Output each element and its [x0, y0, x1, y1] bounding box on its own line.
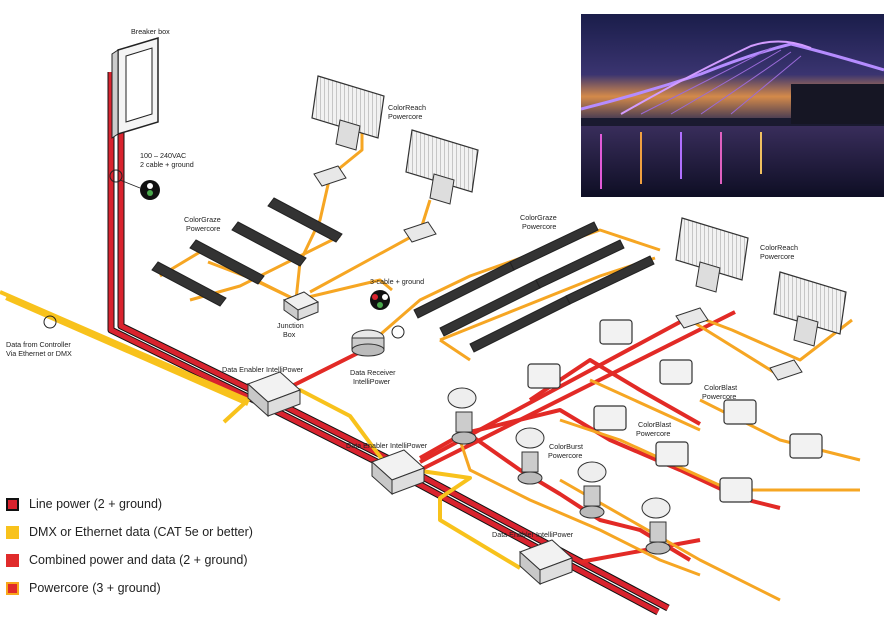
legend-label: Powercore (3 + ground) [29, 581, 161, 595]
label-colorburst-1: ColorBurst [549, 442, 583, 451]
label-colorreach-top-2: Powercore [388, 112, 422, 121]
label-colorblast-center-2: Powercore [636, 429, 670, 438]
label-colorreach-top-1: ColorReach [388, 103, 426, 112]
colorblast-fixtures [527, 319, 823, 503]
label-data-controller-1: Data from Controller [6, 340, 71, 349]
label-colorgraze-left-1: ColorGraze [184, 215, 221, 224]
legend: Line power (2 + ground) DMX or Ethernet … [6, 490, 336, 602]
label-colorblast-center-1: ColorBlast [638, 420, 671, 429]
label-data-enabler-3: Data Enabler IntelliPower [492, 530, 574, 539]
label-colorgraze-left-2: Powercore [186, 224, 220, 233]
label-data-controller-2: Via Ethernet or DMX [6, 349, 72, 358]
three-cable-callout [370, 290, 405, 339]
colorreach-fixture-1 [311, 75, 385, 151]
colorgraze-left-fixtures [151, 197, 343, 307]
label-breaker-box: Breaker box [131, 27, 170, 36]
legend-item-powercore: Powercore (3 + ground) [6, 574, 336, 602]
label-voltage-1: 100 – 240VAC [140, 151, 186, 160]
label-data-receiver-2: IntelliPower [353, 377, 391, 386]
data-enabler-2 [371, 449, 425, 496]
legend-label: Combined power and data (2 + ground) [29, 553, 248, 567]
label-junction-1: Junction [277, 321, 304, 330]
label-voltage-2: 2 cable + ground [140, 160, 194, 169]
legend-label: Line power (2 + ground) [29, 497, 163, 511]
colorburst-fixtures [447, 387, 671, 555]
powercore-connectors [313, 165, 803, 381]
legend-item-line-power: Line power (2 + ground) [6, 490, 336, 518]
legend-item-combined: Combined power and data (2 + ground) [6, 546, 336, 574]
legend-swatch-data [6, 525, 19, 539]
legend-swatch-combined [6, 553, 19, 567]
data-receiver [351, 329, 385, 357]
cable-cross-section-callout [109, 169, 160, 200]
label-colorreach-right-2: Powercore [760, 252, 794, 261]
data-controller-callout [43, 315, 57, 329]
data-enabler-3 [519, 539, 573, 586]
legend-swatch-line-power [6, 497, 19, 511]
colorreach-fixture-2 [405, 129, 479, 205]
label-colorblast-right-1: ColorBlast [704, 383, 737, 392]
label-data-enabler-1: Data Enabler IntelliPower [222, 365, 304, 374]
breaker-box [111, 36, 159, 139]
label-data-receiver-1: Data Receiver [350, 368, 396, 377]
colorgraze-center-fixtures [413, 221, 655, 353]
label-colorreach-right-1: ColorReach [760, 243, 798, 252]
data-enabler-1 [247, 371, 301, 418]
bridge-at-night-photo [581, 14, 884, 197]
label-data-enabler-2: Data Enabler IntelliPower [346, 441, 428, 450]
label-colorgraze-center-1: ColorGraze [520, 213, 557, 222]
legend-item-data: DMX or Ethernet data (CAT 5e or better) [6, 518, 336, 546]
junction-box [282, 291, 320, 321]
diagram-labels: Breaker box 100 – 240VAC 2 cable + groun… [6, 27, 798, 539]
label-colorblast-right-2: Powercore [702, 392, 736, 401]
colorreach-fixture-4 [773, 271, 847, 347]
label-three-cable: 3-cable + ground [370, 277, 424, 286]
legend-label: DMX or Ethernet data (CAT 5e or better) [29, 525, 253, 539]
label-colorgraze-center-2: Powercore [522, 222, 556, 231]
label-junction-2: Box [283, 330, 296, 339]
label-colorburst-2: Powercore [548, 451, 582, 460]
line-power-cables [107, 66, 670, 616]
legend-swatch-powercore [6, 581, 19, 595]
colorreach-fixture-3 [675, 217, 749, 293]
